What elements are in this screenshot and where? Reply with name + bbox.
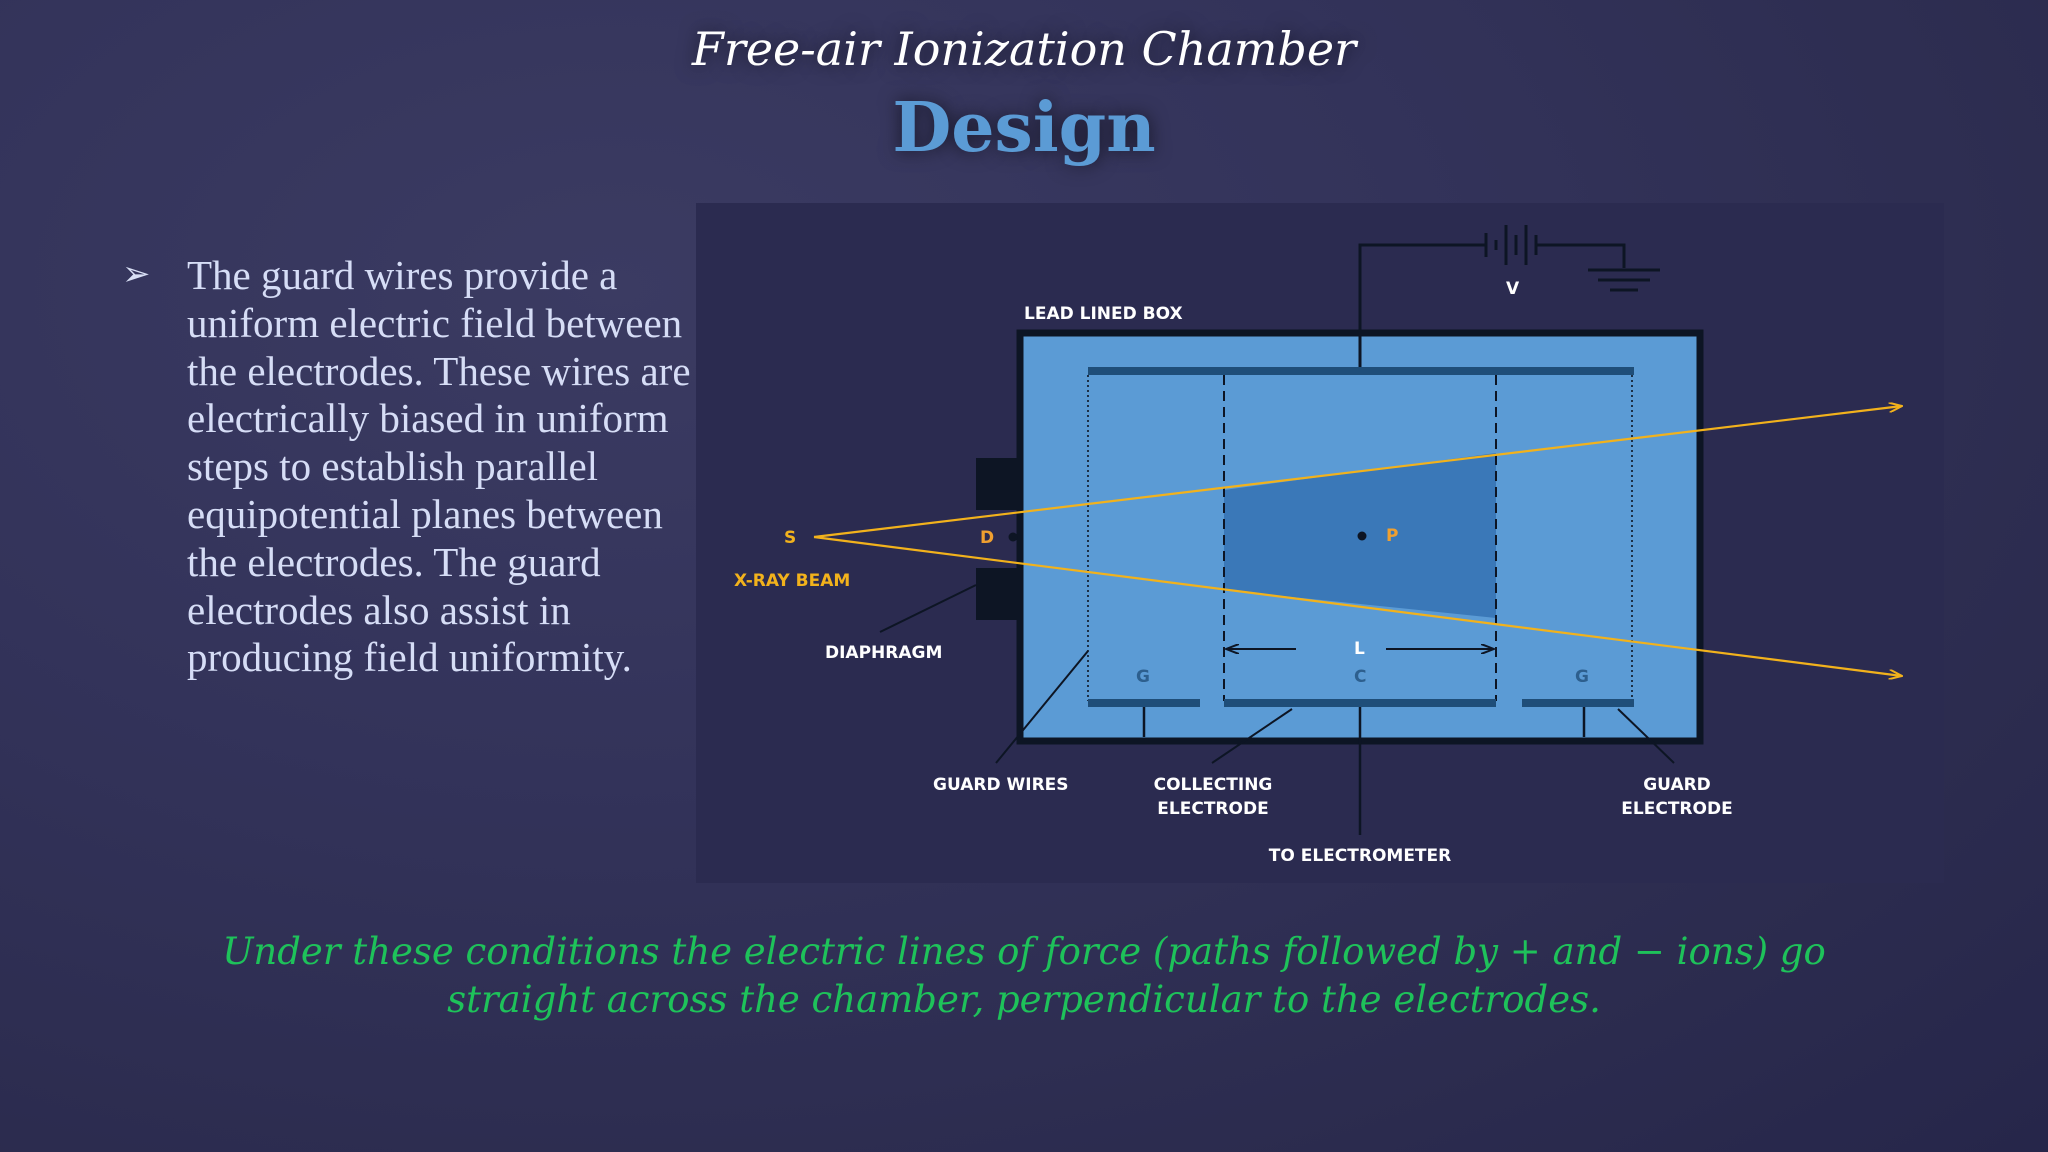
guard-wires-label: GUARD WIRES bbox=[933, 775, 1069, 795]
electrometer-label: TO ELECTROMETER bbox=[1269, 846, 1451, 866]
voltage-label: V bbox=[1506, 279, 1520, 299]
xray-beam-label: X-RAY BEAM bbox=[734, 571, 850, 591]
diaphragm-lower bbox=[976, 568, 1020, 620]
arrow-bullet-icon: ➢ bbox=[122, 254, 151, 294]
chamber-diagram: V LEAD LINED BOX G C G L bbox=[696, 203, 1944, 883]
chamber-diagram-svg: V LEAD LINED BOX G C G L bbox=[734, 225, 1944, 866]
lead-box-label: LEAD LINED BOX bbox=[1024, 304, 1183, 324]
guard-left-label: G bbox=[1136, 667, 1150, 687]
collecting-electrode bbox=[1224, 699, 1496, 707]
guard-electrode-left bbox=[1088, 699, 1200, 707]
diaphragm-label: DIAPHRAGM bbox=[825, 643, 942, 663]
guard-electrode-label-2: ELECTRODE bbox=[1621, 799, 1732, 819]
ground-icon bbox=[1588, 268, 1660, 292]
slide-title: Free-air Ionization Chamber bbox=[691, 22, 1357, 76]
diaphragm-upper bbox=[976, 458, 1020, 510]
diaphragm-point bbox=[1008, 532, 1018, 542]
measurement-point bbox=[1357, 531, 1367, 541]
xray-beam-upper bbox=[813, 406, 1902, 539]
battery-circuit bbox=[1358, 225, 1626, 333]
collector-label: C bbox=[1354, 667, 1366, 687]
collecting-electrode-label-2: ELECTRODE bbox=[1157, 799, 1268, 819]
collecting-electrode-label-1: COLLECTING bbox=[1154, 775, 1273, 795]
conclusion-text: Under these conditions the electric line… bbox=[222, 930, 1826, 1021]
source-label: S bbox=[784, 528, 796, 548]
bullet-text: The guard wires provide a uniform electr… bbox=[187, 252, 691, 681]
xray-beam-lower bbox=[813, 535, 1902, 676]
guard-electrode-right bbox=[1522, 699, 1634, 707]
guard-electrode-label-1: GUARD bbox=[1643, 775, 1711, 795]
slide-subtitle: Design bbox=[892, 88, 1156, 168]
diaphragm-point-label: D bbox=[980, 528, 994, 548]
guard-right-label: G bbox=[1575, 667, 1589, 687]
high-voltage-plate bbox=[1088, 367, 1634, 375]
point-label: P bbox=[1386, 526, 1398, 546]
length-label: L bbox=[1354, 639, 1365, 659]
